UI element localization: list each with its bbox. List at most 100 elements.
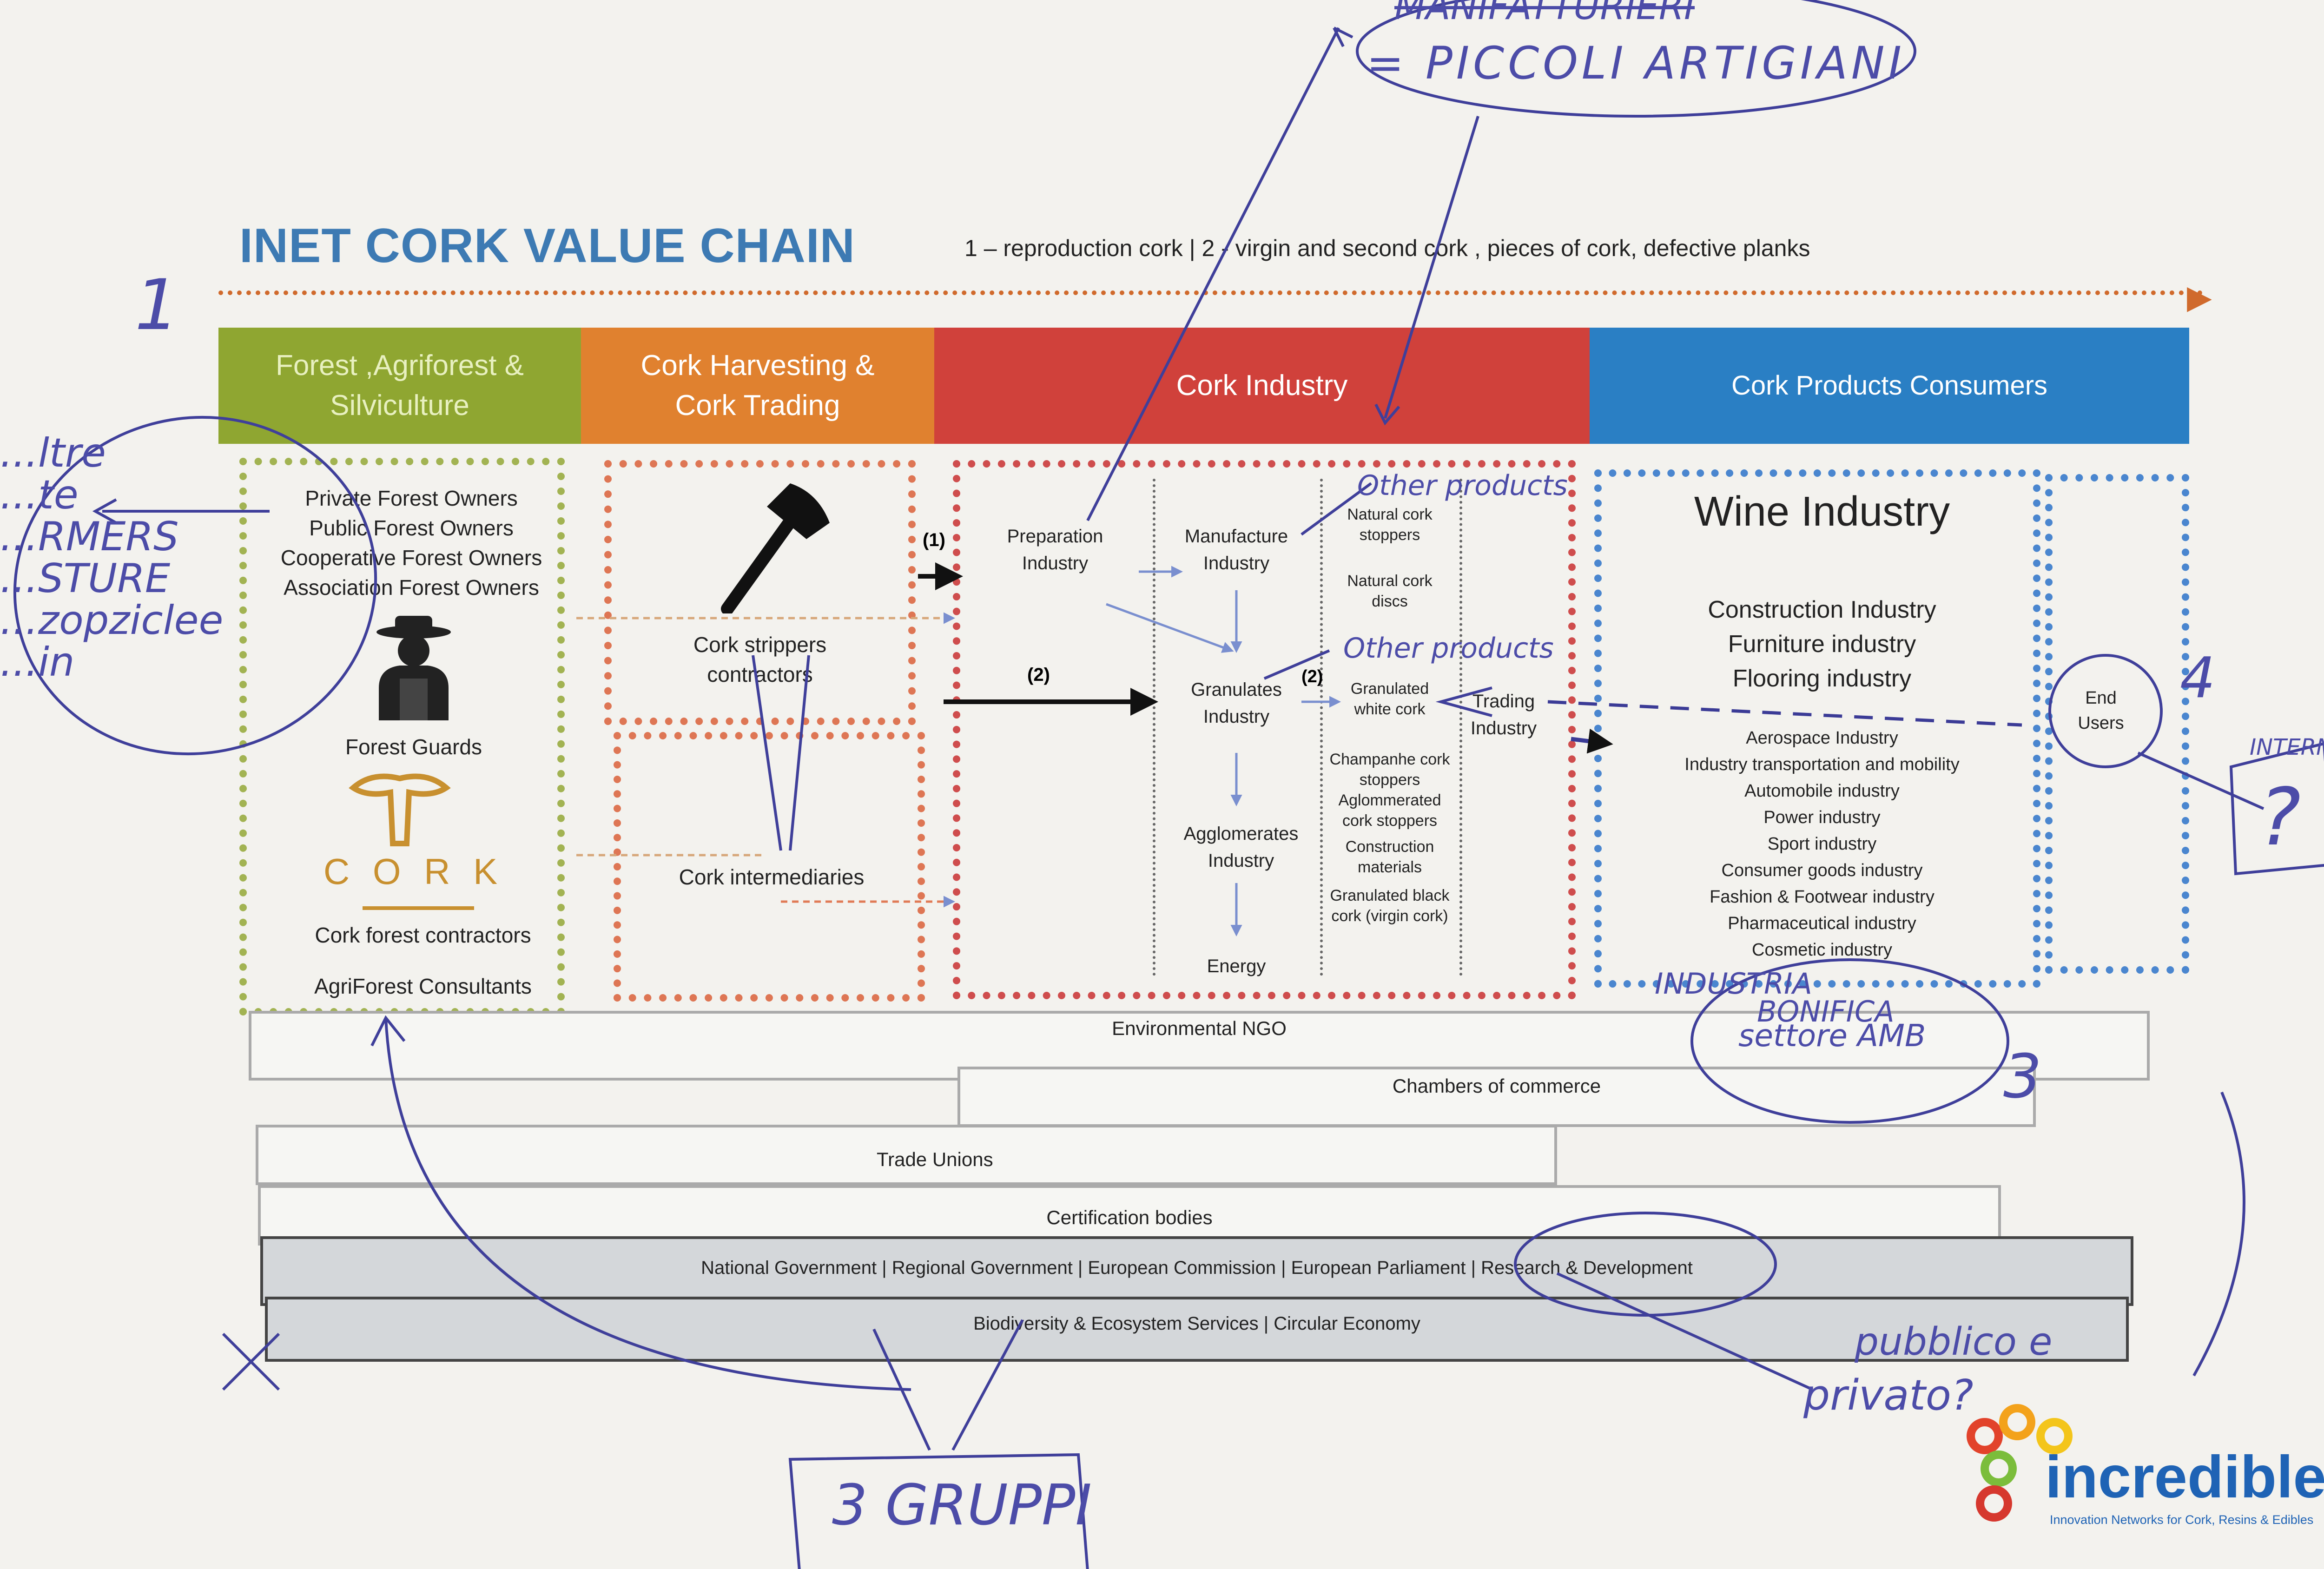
champagne-stoppers: Champanhe cork stoppers (1329, 751, 1450, 789)
axe-icon (721, 483, 830, 613)
granulates-industry: Granulates Industry (1191, 679, 1282, 727)
bar-biodiversity: Biodiversity & Ecosystem Services | Circ… (265, 1297, 2129, 1362)
forest-owners-list: Private Forest Owners Public Forest Owne… (253, 483, 569, 602)
harvesting-top-box (604, 460, 916, 725)
granulated-white-cork: Granulated white cork (1350, 680, 1429, 718)
handwritten-other-products-1: Other products (1357, 469, 1568, 502)
handwritten-settore: settore AMB (1738, 1018, 1926, 1054)
page-title: INET CORK VALUE CHAIN (239, 219, 855, 273)
handwritten-gruppi: 3 GRUPPI (832, 1473, 1092, 1538)
forest-guard-icon (376, 616, 451, 720)
consumer-industry: Power industry (1763, 808, 1881, 827)
bar-certification-bodies: Certification bodies (258, 1185, 2001, 1246)
handwritten-other-products-2: Other products (1343, 632, 1554, 665)
bar-label: Biodiversity & Ecosystem Services | Circ… (973, 1313, 1420, 1334)
subtitle: 1 – reproduction cork | 2 - virgin and s… (964, 235, 1810, 261)
timeline-arrow-icon: ▶ (2187, 279, 2212, 315)
handwritten-note: ...in (0, 639, 75, 686)
handwritten-struck-word: MANIFATTURIERI (1394, 0, 1695, 28)
end-users: End Users (2078, 688, 2124, 733)
handwritten-piccoli-artigiani: = PICCOLI ARTIGIANI (1367, 37, 1905, 89)
industry-divider (1459, 479, 1462, 976)
consumer-industry: Consumer goods industry (1721, 861, 1923, 880)
industry-box (953, 460, 1576, 999)
cork-forest-contractors: Cork forest contractors (315, 923, 531, 947)
consumers-box (1594, 469, 2040, 988)
marker-2b: (2) (1301, 667, 1323, 686)
bar-label: Chambers of commerce (1392, 1075, 1601, 1097)
harvesting-bottom-box (614, 732, 925, 1002)
bar-trade-unions: Trade Unions (256, 1125, 1557, 1185)
handwritten-industria: INDUSTRIA (1655, 967, 1812, 1001)
stage-forest: Forest ,Agriforest & Silviculture (218, 328, 581, 444)
consumer-industry: Flooring industry (1732, 665, 1912, 692)
consumer-industry: Furniture industry (1728, 631, 1916, 658)
consumer-industry: Sport industry (1767, 834, 1877, 854)
consumer-industry: Automobile industry (1744, 781, 1900, 801)
bar-label: Certification bodies (1046, 1206, 1213, 1228)
incredible-logo-icon (1967, 1404, 2073, 1522)
agglomerates-industry: Agglomerates Industry (1183, 824, 1299, 871)
industry-divider (1320, 479, 1323, 976)
wine-industry: Wine Industry (1694, 488, 1950, 535)
stage-industry: Cork Industry (934, 328, 1590, 444)
incredible-logo-name: incredible (2045, 1444, 2324, 1510)
granulated-black-cork: Granulated black cork (virgin cork) (1330, 887, 1450, 925)
handwritten-pubblico: pubblico e (1855, 1320, 2053, 1364)
energy: Energy (1207, 956, 1266, 976)
consumer-other-list: Aerospace Industry Industry transportati… (1613, 725, 2031, 963)
trading-industry: Trading Industry (1470, 691, 1537, 738)
consumer-industry: Pharmaceutical industry (1728, 914, 1916, 933)
marker-2: (2) (1027, 665, 1050, 685)
bar-label: Trade Unions (877, 1148, 993, 1170)
cork-logo-text: C O R K (323, 851, 504, 892)
stage-harvesting-label: Cork Harvesting & Cork Trading (640, 349, 875, 422)
forest-box (239, 458, 565, 1015)
incredible-logo-tagline: Innovation Networks for Cork, Resins & E… (2050, 1513, 2314, 1527)
consumer-industry: Fashion & Footwear industry (1710, 887, 1934, 907)
consumer-main-list: Construction Industry Furniture industry… (1613, 593, 2031, 696)
stage-industry-label: Cork Industry (1176, 369, 1348, 402)
consumer-industry: Construction Industry (1708, 596, 1936, 623)
handwritten-number-3: 3 (2003, 1041, 2042, 1112)
agriforest-consultants: AgriForest Consultants (314, 974, 532, 998)
handwritten-note: ...RMERS (0, 514, 179, 560)
cork-intermediaries-label: Cork intermediaries (679, 865, 865, 889)
consumer-industry: Industry transportation and mobility (1684, 755, 1960, 774)
handwritten-note: ...te (0, 472, 79, 518)
consumer-industry: Aerospace Industry (1746, 728, 1898, 748)
marker-1: (1) (923, 530, 945, 550)
preparation-industry: Preparation Industry (1007, 526, 1103, 574)
natural-cork-discs: Natural cork discs (1347, 572, 1433, 610)
agglomerated-stoppers: Aglommerated cork stoppers (1338, 791, 1441, 830)
construction-materials: Construction materials (1345, 838, 1434, 876)
handwritten-number-1: 1 (135, 265, 179, 346)
industry-divider (1153, 479, 1155, 976)
end-users-box (2045, 474, 2189, 974)
timeline-dotted-line (218, 290, 2203, 295)
forest-owner: Public Forest Owners (309, 516, 514, 540)
bar-label: National Government | Regional Governmen… (701, 1258, 1693, 1278)
stage-forest-label: Forest ,Agriforest & Silviculture (275, 349, 524, 422)
cork-logo-underline (363, 906, 474, 910)
handwritten-bonifica: BONIFICA (1757, 995, 1895, 1028)
bar-label: Environmental NGO (1112, 1017, 1287, 1039)
handwritten-note: ...zopziclee (0, 597, 224, 644)
cork-strippers-label: Cork strippers contractors (693, 633, 827, 686)
handwritten-note: ...STURE (0, 555, 171, 602)
handwritten-number-4: 4 (2180, 646, 2216, 711)
handwritten-interna: INTERNA... (2250, 734, 2324, 760)
handwritten-question: ? (2259, 771, 2301, 864)
forest-guards-label: Forest Guards (345, 735, 482, 759)
forest-owner: Cooperative Forest Owners (280, 546, 542, 570)
stage-harvesting: Cork Harvesting & Cork Trading (581, 328, 934, 444)
handwritten-note: ...ltre (0, 430, 106, 476)
stage-consumers-label: Cork Products Consumers (1731, 370, 2048, 401)
manufacture-industry: Manufacture Industry (1184, 526, 1288, 574)
consumer-industry: Cosmetic industry (1752, 940, 1892, 960)
handwritten-privato: privato? (1803, 1371, 1974, 1420)
cork-tree-icon (349, 773, 451, 846)
stage-consumers: Cork Products Consumers (1590, 328, 2189, 444)
